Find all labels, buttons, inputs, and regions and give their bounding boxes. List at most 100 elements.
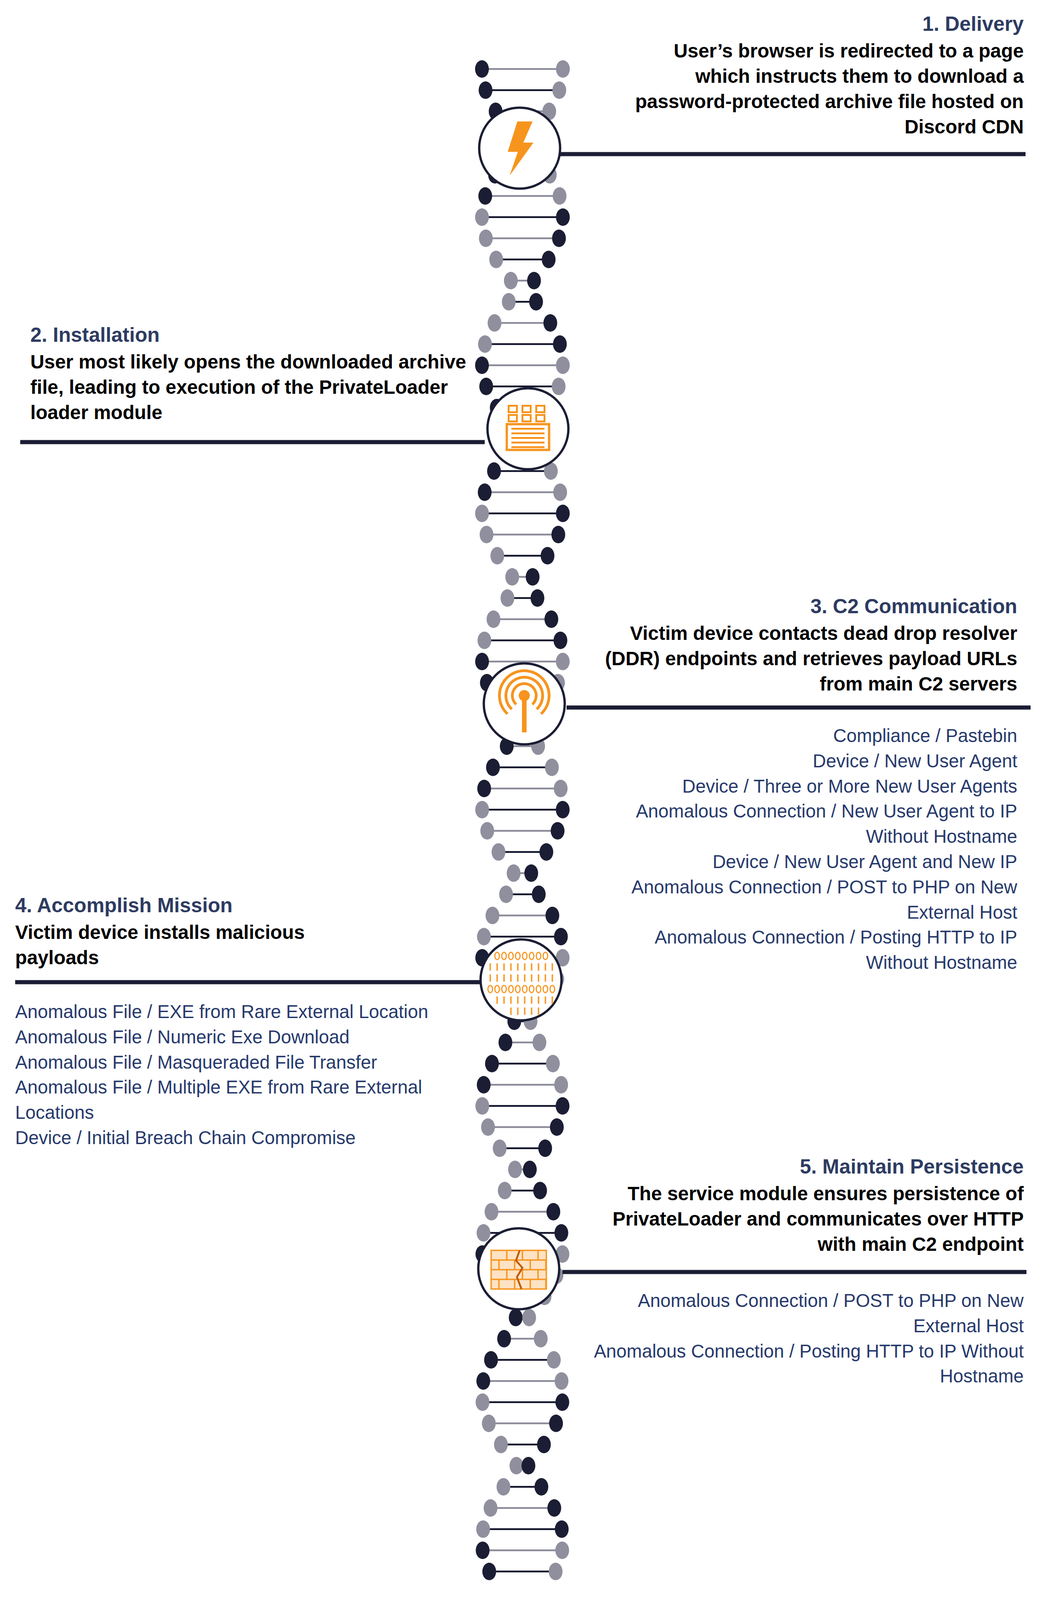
rung-dot — [538, 1139, 552, 1157]
stage-heading: 3. C2 CommunicationVictim device contact… — [575, 593, 1018, 697]
rung-dot — [550, 821, 565, 840]
rung-line — [481, 808, 563, 811]
rung-dot — [525, 567, 540, 586]
helix-rung — [478, 81, 567, 99]
rung-dot — [491, 842, 506, 861]
rung-dot — [487, 314, 502, 332]
rung-dot — [549, 1414, 563, 1432]
rung-dot — [476, 1223, 491, 1242]
icon-circle — [487, 388, 569, 470]
rung-dot — [506, 864, 521, 882]
rung-line — [498, 850, 547, 853]
stage-line — [20, 440, 485, 445]
helix-rung — [479, 525, 566, 544]
stage-icon — [487, 388, 569, 470]
rung-line — [481, 364, 563, 367]
rung-dot — [485, 906, 500, 924]
rung-line — [484, 639, 561, 642]
stage-heading: 5. Maintain PersistenceThe service modul… — [582, 1153, 1024, 1257]
stage-heading: 4. Accomplish MissionVictim device insta… — [15, 892, 365, 970]
rung-dot — [508, 1160, 522, 1178]
helix-rung — [476, 1519, 569, 1538]
rung-line — [496, 258, 549, 261]
rung-line — [483, 1527, 562, 1530]
model-name: Device / New User Agent — [589, 748, 1018, 774]
stage-description: Victim device installs malicious payload… — [15, 919, 365, 970]
stage-line — [559, 152, 1026, 157]
rung-dot — [475, 504, 489, 522]
stage-title: 3. C2 Communication — [575, 593, 1018, 619]
rung-dot — [552, 81, 567, 99]
rung-dot — [475, 800, 489, 819]
rung-dot — [490, 546, 505, 565]
model-name: Anomalous Connection / New User Agent to… — [589, 798, 1018, 849]
rung-dot — [509, 1456, 524, 1474]
helix-rung — [481, 1117, 564, 1136]
rung-dot — [555, 1096, 570, 1115]
rung-dot — [555, 208, 570, 226]
rung-dot — [475, 60, 489, 78]
stage-title: 2. Installation — [30, 321, 468, 348]
helix-rung — [506, 864, 539, 882]
rung-dot — [475, 208, 489, 226]
helix-rung — [504, 271, 541, 290]
rung-dot — [544, 610, 559, 628]
helix-rung — [508, 1160, 537, 1178]
stage-title: 1. Delivery — [628, 11, 1024, 37]
rung-dot — [492, 1139, 507, 1157]
rung-dot — [522, 1160, 537, 1178]
stage-icon — [479, 107, 561, 189]
rung-dot — [555, 1541, 570, 1559]
helix-rung — [498, 1033, 547, 1051]
rung-dot — [482, 1562, 497, 1580]
rung-dot — [532, 885, 546, 903]
rung-dot — [487, 462, 501, 480]
helix-rung — [489, 250, 556, 269]
rung-dot — [478, 81, 493, 99]
helix-rung — [492, 1139, 553, 1157]
rung-line — [486, 385, 559, 388]
lightning-icon — [507, 121, 534, 176]
helix-rung — [498, 1181, 548, 1199]
rung-dot — [555, 652, 570, 671]
rung-line — [490, 1506, 555, 1509]
rung-line — [493, 618, 552, 620]
rung-line — [484, 491, 561, 493]
stage-description: Victim device contacts dead drop resolve… — [575, 620, 1018, 697]
rung-line — [497, 554, 548, 557]
rung-dot — [527, 271, 541, 290]
helix-rung — [475, 504, 570, 522]
helix-rung — [505, 567, 540, 586]
model-name: Device / Three or More New User Agents — [589, 773, 1018, 799]
helix-rung — [509, 1456, 536, 1474]
rung-dot — [475, 652, 489, 671]
rung-dot — [540, 546, 555, 565]
helix-rung — [478, 335, 568, 353]
rung-dot — [505, 567, 520, 586]
rung-dot — [541, 250, 556, 269]
rung-dot — [479, 525, 494, 544]
helix-rung — [482, 1562, 563, 1580]
helix-rung — [475, 60, 570, 78]
rung-dot — [497, 1329, 511, 1347]
wall-icon — [491, 1249, 547, 1289]
rung-dot — [555, 800, 570, 819]
helix-rung — [485, 1054, 560, 1072]
rung-dot — [532, 1033, 547, 1051]
rung-dot — [498, 1033, 513, 1051]
rung-line — [481, 216, 563, 218]
helix-rung — [497, 1329, 548, 1347]
helix-rung — [481, 1414, 563, 1432]
helix-rung — [498, 885, 546, 903]
stage-icon — [483, 663, 565, 745]
rung-dot — [545, 906, 560, 924]
rung-line — [489, 1570, 556, 1572]
helix-rung — [475, 1541, 569, 1559]
rung-dot — [479, 229, 493, 247]
rung-dot — [504, 271, 518, 290]
model-name: Anomalous Connection / POST to PHP on Ne… — [589, 874, 1018, 925]
rung-dot — [486, 610, 501, 628]
rung-dot — [534, 1477, 549, 1496]
rung-line — [488, 1421, 556, 1424]
rung-line — [491, 1210, 554, 1213]
